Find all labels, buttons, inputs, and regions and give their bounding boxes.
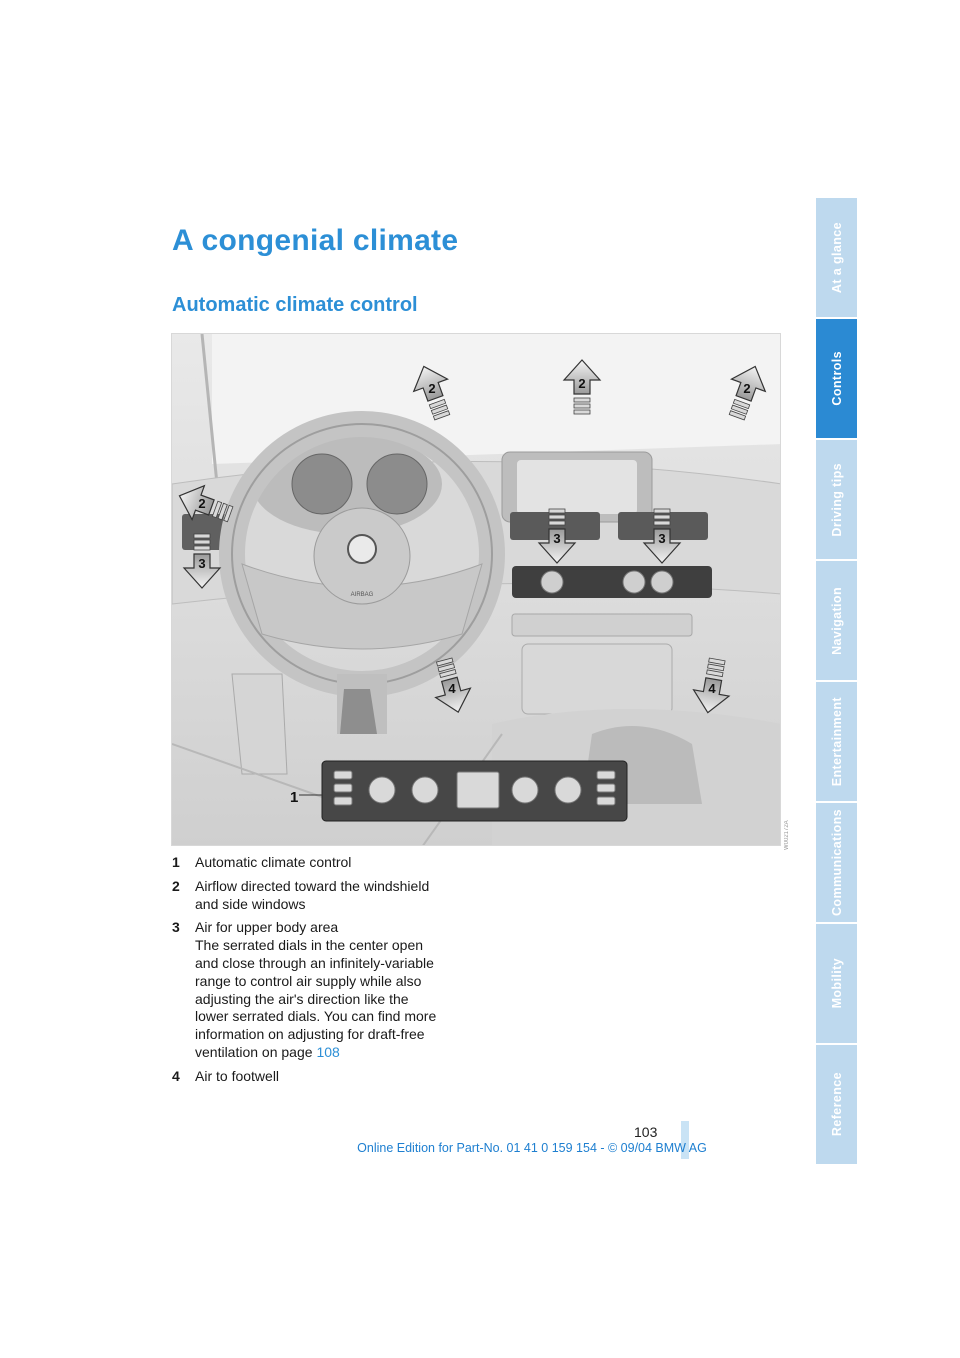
legend-number: 4	[172, 1067, 180, 1084]
tab-label: Navigation	[829, 586, 844, 655]
airflow-arrow: 2	[562, 359, 602, 415]
dashboard-illustration: AIRBAG 2 2 2 2 3 3 3 4 4 1	[171, 333, 781, 846]
legend-text: ventilation on page	[195, 1043, 317, 1060]
legend-item: 1 Automatic climate control	[172, 854, 472, 872]
airflow-arrow: 3	[537, 508, 577, 564]
legend-text: lower serrated dials. You can find more	[195, 1008, 437, 1025]
airflow-arrow: 4	[434, 657, 472, 714]
legend-text: The serrated dials in the center open	[195, 937, 424, 954]
legend-text: and side windows	[195, 895, 306, 912]
tab-reference[interactable]: Reference	[816, 1045, 857, 1164]
legend-text: information on adjusting for draft-free	[195, 1026, 425, 1043]
tab-controls[interactable]: Controls	[816, 319, 857, 438]
tab-label: Mobility	[829, 958, 844, 1009]
page-number-bar	[681, 1121, 689, 1159]
tab-entertainment[interactable]: Entertainment	[816, 682, 857, 801]
legend-item: 4 Air to footwell	[172, 1068, 472, 1086]
chapter-tabs: At a glance Controls Driving tips Naviga…	[816, 198, 857, 1166]
tab-navigation[interactable]: Navigation	[816, 561, 857, 680]
callout-label: 1	[290, 789, 298, 806]
page-number: 103	[634, 1124, 658, 1140]
callout-label: 3	[658, 531, 665, 546]
airflow-arrow: 2	[412, 365, 451, 421]
airflow-arrow: 3	[182, 533, 222, 589]
tab-at-a-glance[interactable]: At a glance	[816, 198, 857, 317]
callout-label: 2	[578, 376, 585, 391]
airflow-arrow: 3	[642, 508, 682, 564]
legend-text: Air to footwell	[195, 1067, 280, 1084]
tab-label: Communications	[829, 809, 844, 916]
legend-item: 3 Air for upper body area The serrated d…	[172, 919, 472, 1061]
dashboard-drawing: AIRBAG 2 2 2 2 3 3 3 4 4 1	[172, 334, 780, 845]
airflow-arrow: 2	[728, 365, 767, 421]
image-code: W002172A	[784, 820, 790, 850]
legend-list: 1 Automatic climate control 2 Airflow di…	[172, 854, 472, 1092]
callout-label: 4	[448, 681, 456, 696]
callout-label: 2	[198, 496, 205, 511]
legend-number: 2	[172, 877, 180, 894]
legend-text: Automatic climate control	[195, 854, 352, 870]
callout-label: 2	[428, 381, 435, 396]
legend-number: 1	[172, 854, 180, 870]
page-title: A congenial climate	[172, 224, 459, 257]
section-title: Automatic climate control	[172, 294, 418, 316]
tab-mobility[interactable]: Mobility	[816, 924, 857, 1043]
callout-label: 3	[198, 556, 205, 571]
callout-label: 2	[743, 381, 750, 396]
legend-text: adjusting the air's direction like the	[195, 990, 409, 1007]
legend-text: Air for upper body area	[195, 919, 339, 936]
callout-label: 3	[553, 531, 560, 546]
callout-label: 4	[708, 681, 716, 696]
tab-communications[interactable]: Communications	[816, 803, 857, 922]
tab-label: Entertainment	[829, 696, 844, 787]
tab-label: At a glance	[829, 221, 844, 294]
legend-text: and close through an infinitely-variable	[195, 954, 434, 971]
tab-label: Controls	[829, 351, 844, 406]
footer-edition: Online Edition for Part-No. 01 41 0 159 …	[357, 1141, 707, 1155]
legend-number: 3	[172, 919, 180, 936]
legend-text: Airflow directed toward the windshield	[195, 877, 430, 894]
airflow-arrows: 2 2 2 2 3 3 3 4 4	[178, 359, 767, 714]
tab-driving-tips[interactable]: Driving tips	[816, 440, 857, 559]
legend-item: 2 Airflow directed toward the windshield…	[172, 878, 472, 914]
airflow-arrow: 4	[692, 657, 731, 714]
page-link[interactable]: 108	[316, 1043, 340, 1060]
airbag-label: AIRBAG	[351, 592, 374, 598]
tab-label: Driving tips	[829, 462, 844, 537]
airflow-arrow: 2	[178, 484, 234, 523]
tab-label: Reference	[829, 1072, 844, 1137]
legend-text: range to control air supply while also	[195, 972, 422, 989]
